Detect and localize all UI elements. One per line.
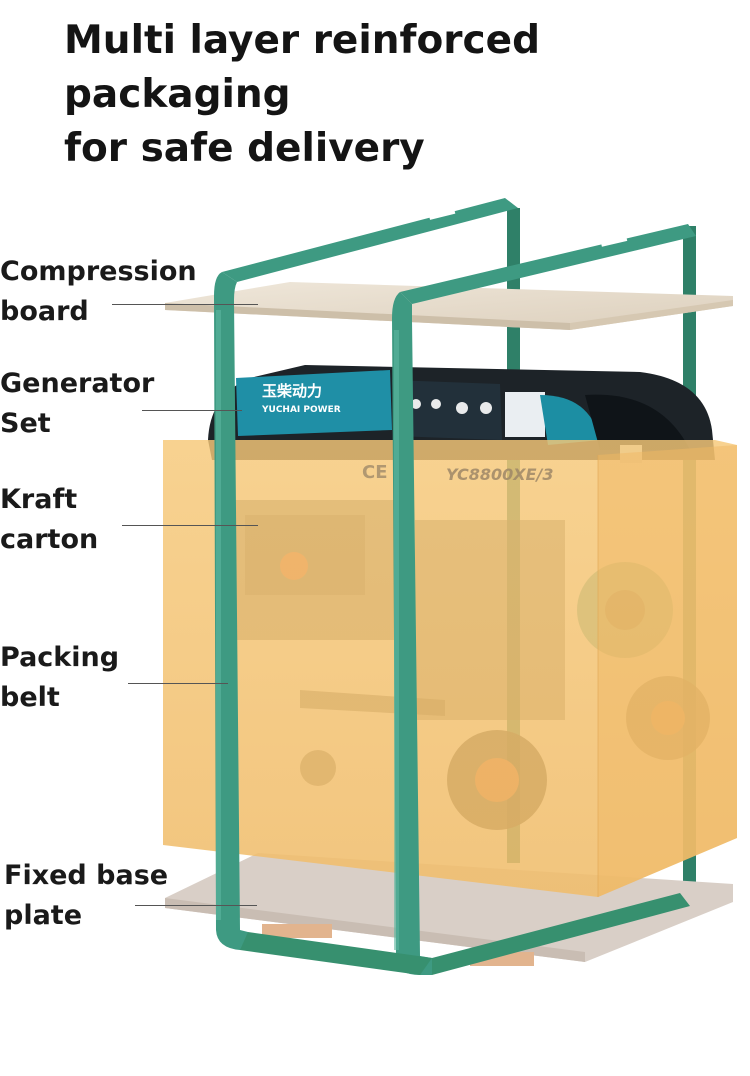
callout-compression-board-line2: board [0, 296, 89, 327]
callout-compression-board: Compression board [0, 252, 197, 332]
callout-packing-belt-line2: belt [0, 682, 60, 713]
callout-generator-set-line2: Set [0, 408, 51, 439]
leader-line-compression-board [112, 304, 258, 305]
headline-line-1: Multi layer reinforced packaging [64, 18, 540, 117]
callout-generator-set-line1: Generator [0, 368, 155, 399]
callout-packing-belt-line1: Packing [0, 642, 120, 673]
callout-fixed-base-plate-line1: Fixed base [4, 860, 169, 891]
packing-belt-front [214, 272, 690, 975]
compression-board [165, 282, 733, 330]
kraft-carton: CE YC8800XE/3 [163, 440, 737, 897]
headline-line-2: for safe delivery [64, 126, 425, 171]
packing-belt-top [222, 198, 696, 304]
model-text: YC8800XE/3 [446, 465, 554, 484]
leader-line-generator-set [142, 410, 242, 411]
callout-packing-belt: Packing belt [0, 638, 119, 718]
callout-compression-board-line1: Compression [0, 256, 197, 287]
callout-kraft-carton-line1: Kraft [0, 484, 78, 515]
headline: Multi layer reinforced packaging for saf… [64, 14, 744, 176]
callout-generator-set: Generator Set [0, 364, 154, 444]
callout-fixed-base-plate-line2: plate [4, 900, 83, 931]
brand-cn-text: 玉柴动力 [262, 382, 322, 400]
leader-line-kraft-carton [122, 525, 258, 526]
leader-line-packing-belt [128, 683, 228, 684]
ce-mark-text: CE [362, 462, 388, 483]
callout-kraft-carton: Kraft carton [0, 480, 98, 560]
callout-fixed-base-plate: Fixed base plate [4, 856, 168, 936]
leader-line-fixed-base-plate [135, 905, 257, 906]
brand-en-text: YUCHAI POWER [261, 405, 341, 415]
callout-kraft-carton-line2: carton [0, 524, 99, 555]
